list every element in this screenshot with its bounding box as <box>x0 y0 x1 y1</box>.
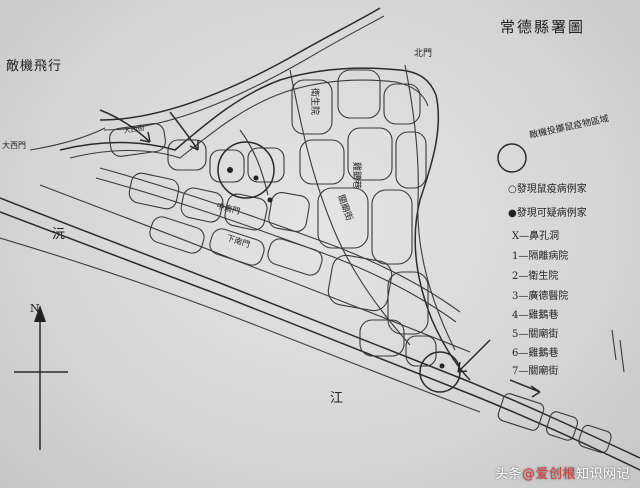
north-letter: N <box>30 302 40 315</box>
legend-item: ●發現可疑病例家 <box>508 206 587 219</box>
street-label-xianan: 下南門 <box>225 232 251 249</box>
watermark-suffix: 知识网记 <box>575 467 630 482</box>
legend: 敵機投擲鼠疫物區域 ○發現鼠疫病例家 ●發現可疑病例家 X—鼻孔洞 1—隔離病院… <box>508 112 610 377</box>
southeast-blocks <box>497 329 625 454</box>
city-wall <box>59 67 471 381</box>
west-gate-label: 大西門 <box>2 140 26 150</box>
northwest-road <box>29 7 385 151</box>
city-streets <box>95 64 461 351</box>
legend-item: 5—關廟街 <box>512 327 558 340</box>
legend-item: ○發現鼠疫病例家 <box>508 182 587 195</box>
watermark-brand: @爱创根 <box>521 467 576 482</box>
legend-title: 敵機投擲鼠疫物區域 <box>528 112 610 141</box>
watermark-prefix: 头条 <box>494 467 522 482</box>
street-label-sheng: 衛生院 <box>309 88 321 115</box>
legend-item: 6—雞鵝巷 <box>512 346 558 359</box>
river-label-2: 江 <box>330 391 343 406</box>
street-label-daxi: 大西街 <box>123 123 145 135</box>
legend-item: 3—廣德醫院 <box>512 289 568 302</box>
legend-item: 2—衛生院 <box>512 269 558 282</box>
watermark: 头条@爱创根知识网记 <box>495 463 630 482</box>
aircraft-flight-label: 敵機飛行 <box>6 58 62 74</box>
street-label-jiguan: 雞鵝巷 <box>351 162 363 189</box>
legend-item: 1—隔離病院 <box>512 249 568 262</box>
legend-item: 7—關廟街 <box>512 364 558 377</box>
north-arrow <box>14 305 68 450</box>
street-label-zhongnan: 中南門 <box>215 200 241 216</box>
river-banks <box>0 184 640 471</box>
legend-item: X—鼻孔洞 <box>512 229 559 242</box>
aircraft-arrows <box>99 109 541 398</box>
legend-item: 4—雞鵝巷 <box>512 308 558 321</box>
map-title: 常德縣署圖 <box>500 18 585 36</box>
north-gate-label: 北門 <box>414 48 432 59</box>
river-label: 沅 <box>52 227 65 242</box>
city-blocks <box>109 69 437 367</box>
legend-circle-symbol <box>497 143 527 173</box>
street-label-guan: 關廟街 <box>335 193 356 222</box>
